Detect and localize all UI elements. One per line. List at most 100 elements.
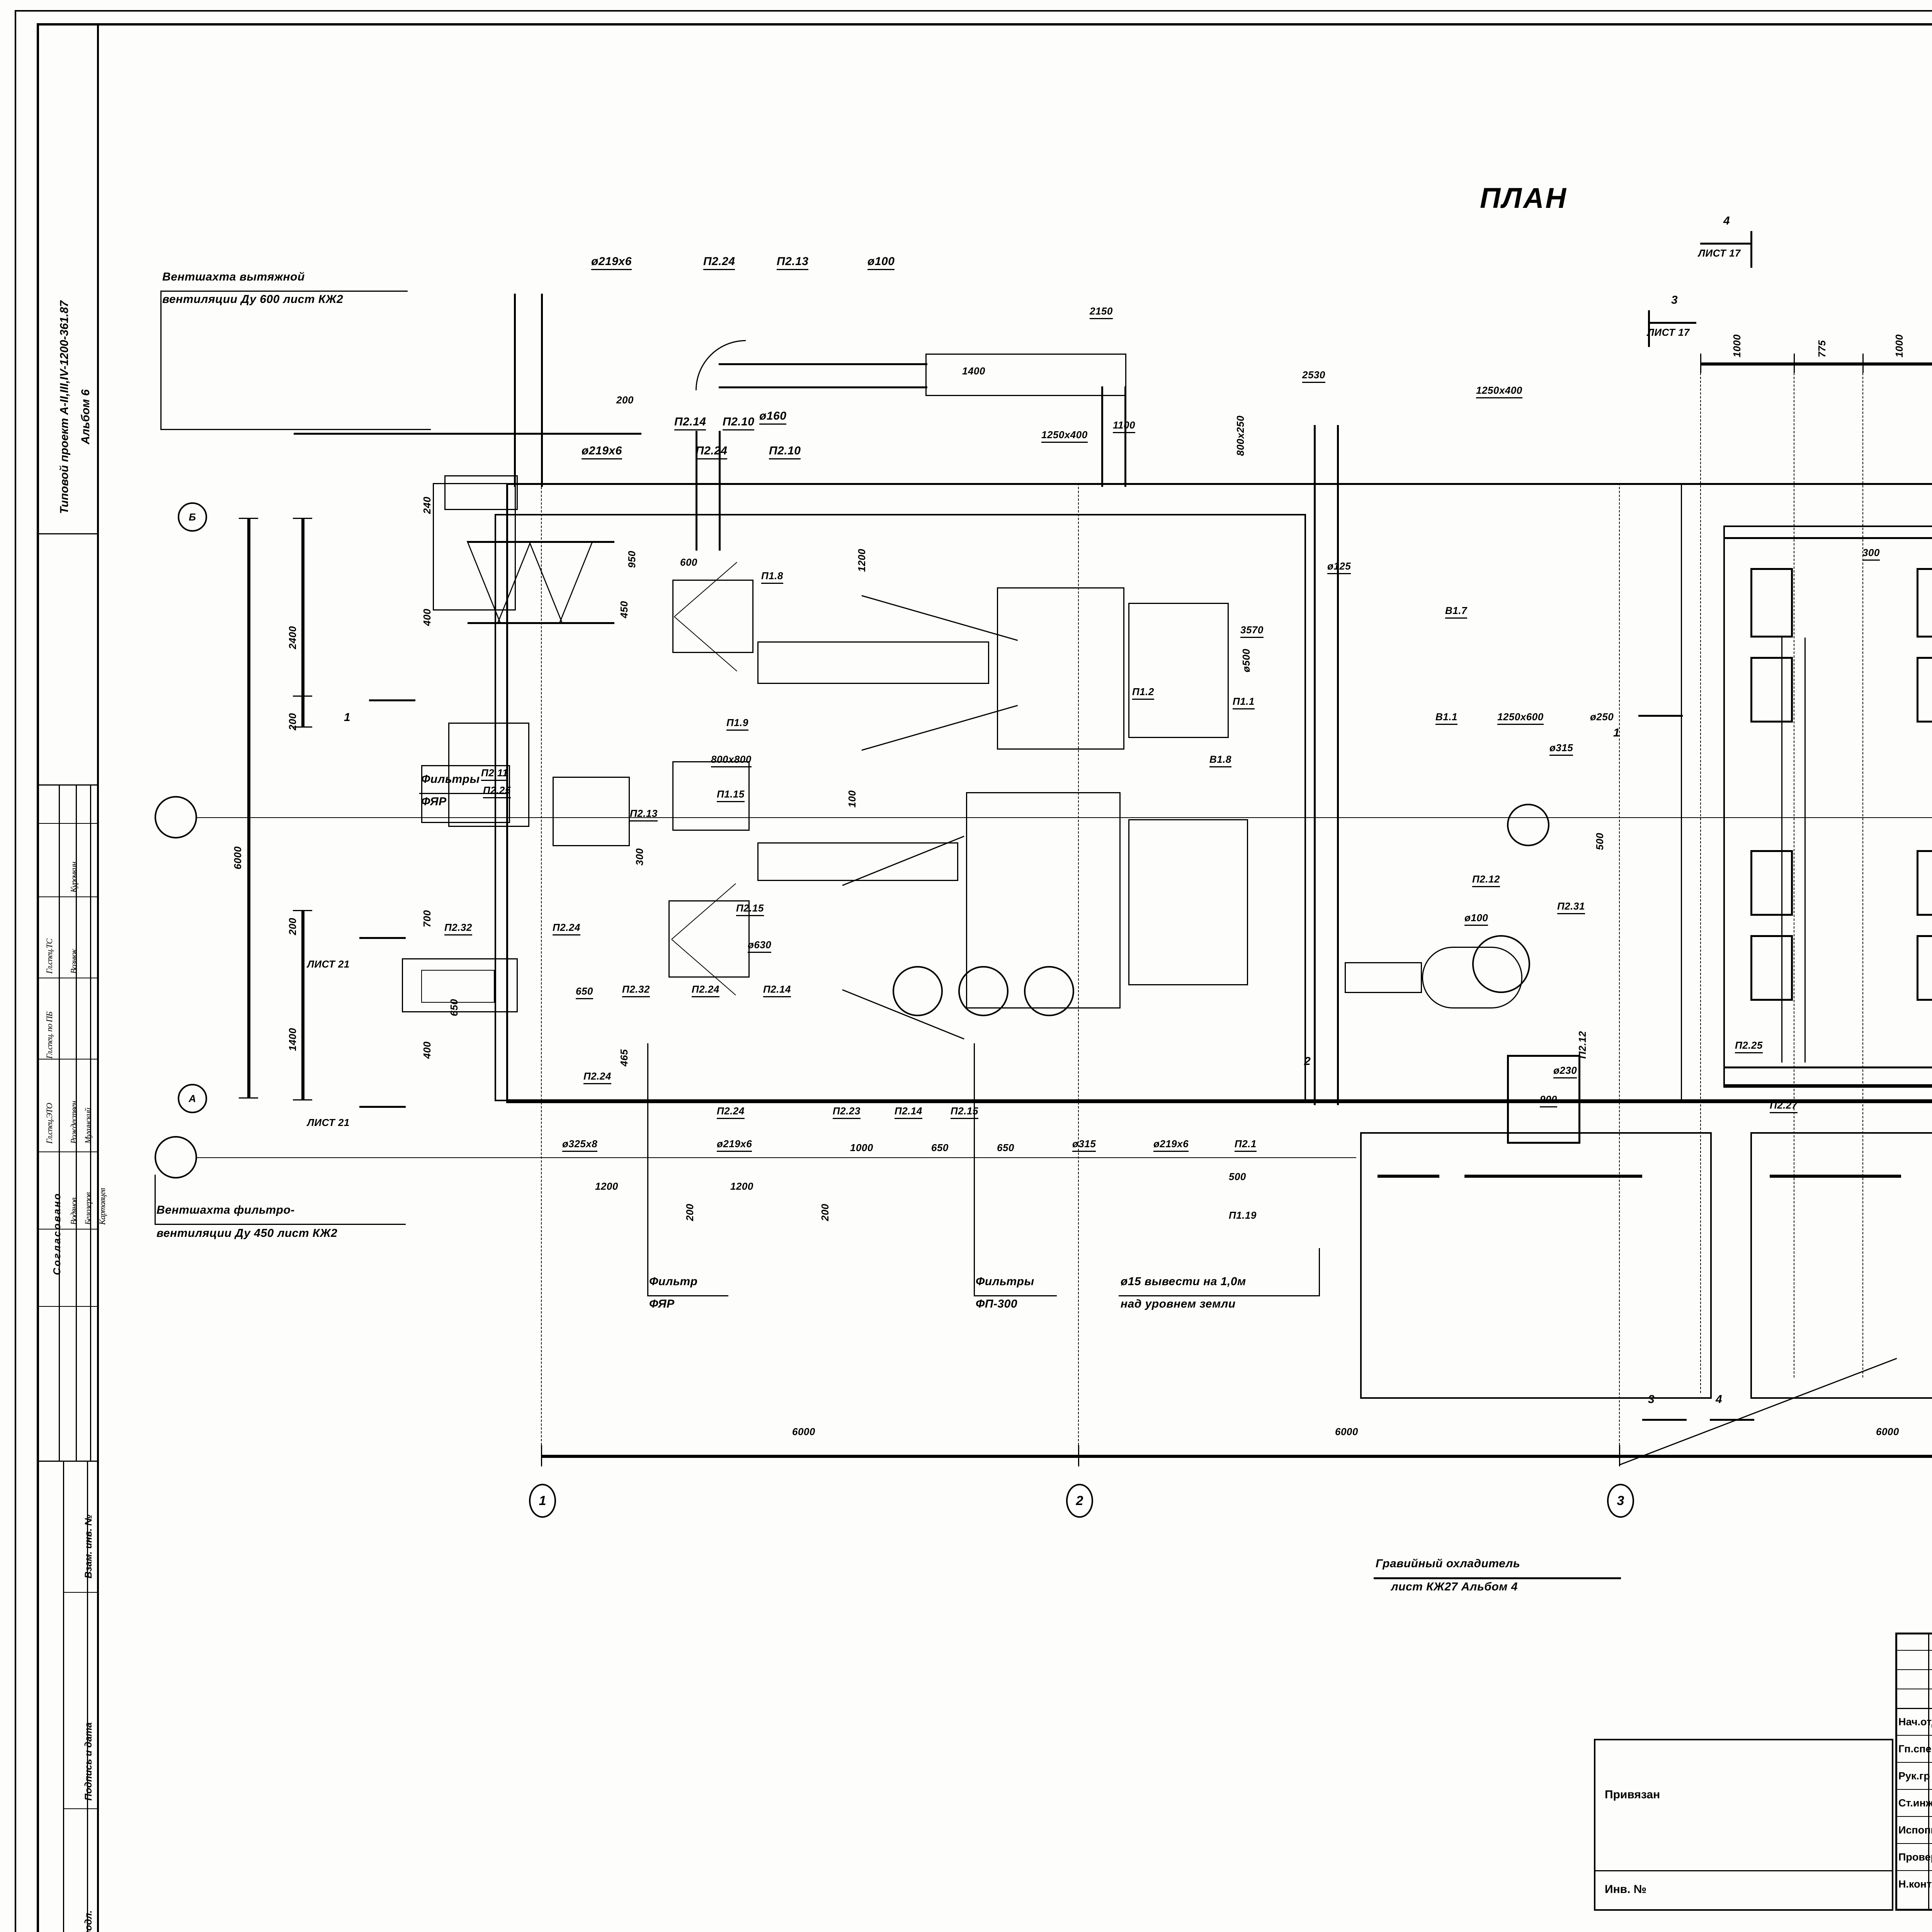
section-mark-2: 2 <box>1304 1055 1311 1068</box>
dim-1200-a: 1200 <box>856 549 867 572</box>
callout-ventshaft-filter-l2: вентиляции Ду 450 лист КЖ2 <box>156 1227 338 1240</box>
tb-row-9 <box>1895 1870 1932 1871</box>
tb-role-4-text: Испопн. <box>1898 1824 1932 1836</box>
tag-d219x6-c: ø219x6 <box>717 1138 752 1152</box>
left-dim2-baseline <box>301 518 304 726</box>
tb-row-7 <box>1895 1816 1932 1817</box>
tag-d100-a: ø100 <box>867 255 895 270</box>
sheet-frame-outer <box>15 10 1932 1932</box>
tag-p224-b: П2.24 <box>696 444 728 459</box>
left-dim-2400: 2400 <box>287 626 298 649</box>
tag-p2n: П2.11 <box>481 767 508 781</box>
tb-role-5-text: Провер. <box>1898 1851 1932 1863</box>
coil-2-4 <box>1917 935 1932 1001</box>
section-marker-bottom-4-line <box>1710 1419 1754 1421</box>
approval-name-6: Белозеров <box>83 1192 93 1225</box>
dim-465: 465 <box>618 1049 630 1066</box>
coil-1-2 <box>1750 657 1793 723</box>
left-band-divider-1 <box>39 533 97 534</box>
tag-d125: П1.1 <box>1233 696 1255 709</box>
filter-box-4 <box>672 580 753 653</box>
approval-name-4: Водянов <box>69 1198 78 1225</box>
dim-3570: ø500 <box>1240 648 1252 672</box>
callout-filter-fyar-rule <box>419 793 508 794</box>
filter-box-5 <box>668 900 750 978</box>
tag-p232-b: П2.32 <box>622 983 650 997</box>
duct-top-drop-a <box>1101 386 1103 487</box>
tag-p211: П2.25 <box>1735 1039 1763 1053</box>
tb-row-8 <box>1895 1843 1932 1844</box>
approval-role-2: Гл.спец. по ПБ <box>44 1012 54 1059</box>
callout-ventshaft-filter-leader <box>155 1175 156 1224</box>
tb-role-1: Гп.спец. <box>1895 1737 1932 1761</box>
tb-name-4-text: Молоствова <box>1929 1824 1932 1836</box>
sheet-ref-2: ЛИСТ 21 <box>307 1117 350 1128</box>
left-margin-album: Альбом 6 <box>79 389 92 444</box>
approval-row-line-1 <box>39 823 97 824</box>
grid-bubble-2: 2 <box>1066 1484 1093 1518</box>
footer-row-1 <box>63 1592 97 1593</box>
tb-name-1: Майорова <box>1929 1737 1932 1761</box>
sheet-ref-1-mark <box>359 937 406 939</box>
riser-1a <box>1781 638 1782 1063</box>
ahu-block-4 <box>1128 819 1248 985</box>
sheet-ref-1: ЛИСТ 21 <box>307 958 350 970</box>
dim-1400: 500 <box>1229 1171 1246 1182</box>
section-marker-bottom-4: 4 <box>1716 1393 1723 1406</box>
duct-horizontal-1 <box>757 641 989 684</box>
tag-1250x400-b: 1250x400 <box>1476 384 1522 398</box>
tag-b18-a: ø125 <box>1327 560 1351 574</box>
tag-d219x6-b: ø219x6 <box>582 444 622 459</box>
callout-filters-fp300-l1: Фильтры <box>976 1275 1034 1288</box>
bottom-dim-tick-2 <box>1078 1445 1079 1466</box>
left-dim-tick-bot <box>239 1097 258 1099</box>
tag-p224-d: П2.24 <box>717 1105 745 1119</box>
vent-shaft-exhaust <box>433 483 516 611</box>
riser-1b <box>1804 638 1806 1063</box>
top-dim-baseline <box>1700 362 1932 366</box>
tb-role-0: Нач.отд. <box>1895 1710 1932 1734</box>
dim-650-c: 650 <box>997 1142 1014 1153</box>
footer-row-2 <box>63 1808 97 1809</box>
callout-ventshaft-exhaust-leader2 <box>160 429 431 430</box>
section-marker-3-number: 3 <box>1671 294 1678 306</box>
tb-row-0 <box>1895 1650 1932 1651</box>
left-dim3-tick-1 <box>293 1099 312 1100</box>
tb-name-6: Майорова <box>1929 1872 1932 1896</box>
tag-p11: 1100 <box>1113 419 1135 433</box>
grid-bubble-a: А <box>178 1084 207 1113</box>
approval-name-7: Картавцев <box>97 1188 107 1225</box>
tag-d315-b: 1250x600 <box>1497 711 1544 725</box>
dim-600-a: 600 <box>680 556 697 568</box>
tb-role-5: Провер. <box>1895 1845 1932 1869</box>
approval-col-2 <box>76 784 77 1461</box>
tag-d630: ø630 <box>748 939 772 953</box>
approval-role-3: Гл.спец.ЭТО <box>44 1103 54 1144</box>
tb-row-6 <box>1895 1789 1932 1790</box>
rack-header-top <box>1723 537 1932 539</box>
tag-p214-c: П2.14 <box>895 1105 922 1119</box>
tb-row-3 <box>1895 1708 1932 1709</box>
shaft-riser-2 <box>541 294 543 487</box>
grid-circle-mid-2 <box>155 1136 197 1179</box>
tb-role-1-text: Гп.спец. <box>1898 1743 1932 1755</box>
left-dim-overall: 6000 <box>232 846 243 869</box>
section-marker-bottom-3-line <box>1642 1419 1687 1421</box>
grid-bubble-a-label: А <box>189 1092 196 1104</box>
tb-name-4: Молоствова <box>1929 1818 1932 1842</box>
title-block <box>1895 1633 1932 1911</box>
equipment-inner-left <box>421 970 495 1003</box>
callout-filter-fyar-l1: Фильтры <box>421 773 480 786</box>
tb-name-5-text: Панченко <box>1929 1851 1932 1863</box>
tb-role-2: Рук.гр <box>1895 1764 1930 1788</box>
tag-p115: П1.15 <box>717 788 745 802</box>
tag-p225-a: П2.25 <box>483 784 511 798</box>
callout-ventshaft-exhaust-rule <box>160 291 408 292</box>
grid-bubble-3: 3 <box>1607 1484 1634 1518</box>
tag-p21: П2.1 <box>1235 1138 1257 1152</box>
tag-p231: П2.12 <box>1472 873 1500 887</box>
wall-left <box>506 483 508 1101</box>
tag-p224-c: П2.24 <box>692 983 719 997</box>
cooler-inlet <box>1345 962 1422 993</box>
